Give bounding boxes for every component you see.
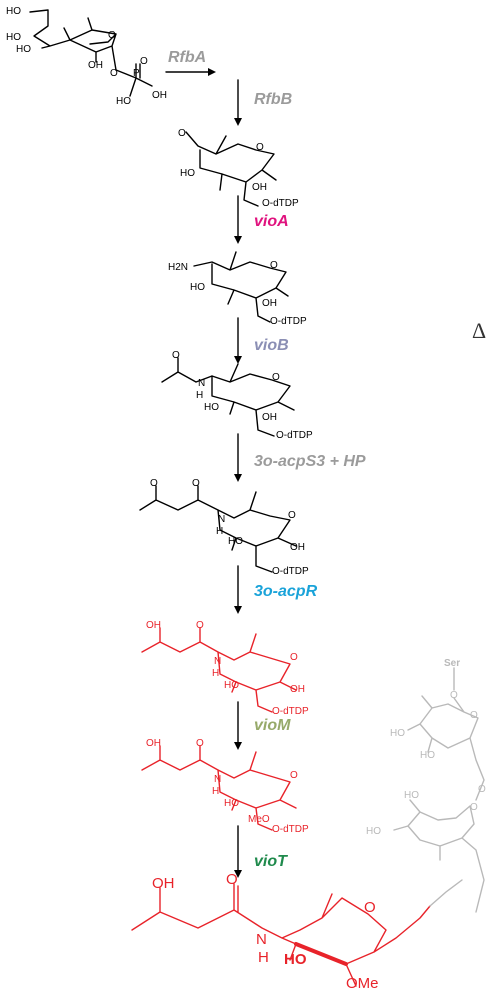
atom-label: OH xyxy=(146,738,161,749)
atom-label: OH xyxy=(290,684,305,695)
atom-label: O xyxy=(364,899,376,916)
enzyme-label-acps3: 3o-acpS3 + HP xyxy=(254,453,366,470)
atom-label: O xyxy=(140,56,148,67)
delta-symbol: Δ xyxy=(472,318,486,343)
atom-label: O xyxy=(270,260,278,271)
atom-label: O xyxy=(196,620,204,631)
enzyme-label-viob: vioB xyxy=(254,337,289,354)
atom-label: O xyxy=(178,128,186,139)
atom-label: N xyxy=(198,378,205,389)
enzyme-label-rfba: RfbA xyxy=(168,49,206,66)
atom-label: O-dTDP xyxy=(270,316,307,327)
atom-label: OH xyxy=(262,412,277,423)
atom-label: O xyxy=(172,350,180,361)
atom-label: OH xyxy=(152,90,167,101)
atom-label: OH xyxy=(88,60,103,71)
atom-label: N xyxy=(256,931,267,948)
atom-label: O xyxy=(290,652,298,663)
bold-ring-edge xyxy=(294,942,348,966)
atom-label: HO xyxy=(404,790,419,801)
atom-label: O xyxy=(110,68,118,79)
atom-label: P xyxy=(133,68,140,79)
atom-label: OH xyxy=(252,182,267,193)
atom-label: HO xyxy=(228,536,243,547)
atom-label: H xyxy=(216,526,223,537)
glucose-1-phosphate-structure: HO HO HO OH O O P O OH HO xyxy=(6,6,167,107)
atom-label: MeO xyxy=(248,814,270,825)
enzyme-label-vioa: vioA xyxy=(254,213,289,230)
atom-label: O xyxy=(470,802,478,813)
atom-label: HO xyxy=(190,282,205,293)
atom-label: O-dTDP xyxy=(276,430,313,441)
atom-label: O xyxy=(192,478,200,489)
atom-label: OH xyxy=(290,542,305,553)
atom-label: H2N xyxy=(168,262,188,273)
atom-label: N xyxy=(214,656,221,667)
atom-label: O xyxy=(196,738,204,749)
atom-label: OMe xyxy=(346,975,379,992)
final-glycosylated-product-structure: OH O N H O HO OMe xyxy=(131,871,463,992)
atom-label: HO xyxy=(420,750,435,761)
atom-label: N xyxy=(218,514,225,525)
atom-label: O xyxy=(150,478,158,489)
dtdp-4-keto-sugar-structure: O O HO OH O-dTDP xyxy=(178,128,299,209)
dtdp-2-o-methyl-sugar-structure: OH O N H O HO MeO O-dTDP xyxy=(141,738,309,835)
atom-label: O xyxy=(272,372,280,383)
atom-label: H xyxy=(258,949,269,966)
enzyme-label-viom: vioM xyxy=(254,717,291,734)
atom-label: HO xyxy=(224,680,239,691)
enzyme-label-viot: vioT xyxy=(254,853,288,870)
atom-label: Ser xyxy=(444,658,460,669)
atom-label: O xyxy=(450,690,458,701)
atom-label: H xyxy=(212,668,219,679)
atom-label: O xyxy=(256,142,264,153)
enzyme-label-rfbb: RfbB xyxy=(254,91,292,108)
atom-label: O-dTDP xyxy=(272,706,309,717)
atom-label: O-dTDP xyxy=(272,824,309,835)
atom-label: O xyxy=(470,710,478,721)
dtdp-4-amino-sugar-structure: H2N O HO OH O-dTDP xyxy=(168,251,307,327)
atom-label: H xyxy=(212,786,219,797)
atom-label: HO xyxy=(116,96,131,107)
grey-glycan-chain: Ser O O HO HO O O HO HO xyxy=(366,658,486,913)
atom-label: HO xyxy=(6,6,21,17)
dtdp-4-acetamido-sugar-structure: O N H O HO OH O-dTDP xyxy=(161,350,313,441)
atom-label: O-dTDP xyxy=(262,198,299,209)
atom-label: HO xyxy=(366,826,381,837)
atom-label: HO xyxy=(16,44,31,55)
atom-label: HO xyxy=(180,168,195,179)
atom-label: HO xyxy=(224,798,239,809)
atom-label: H xyxy=(196,390,203,401)
atom-label: O xyxy=(226,871,238,888)
atom-label: O xyxy=(108,30,116,41)
atom-label: O xyxy=(478,784,486,795)
atom-label: N xyxy=(214,774,221,785)
dtdp-3-hydroxybutyramido-sugar-structure: OH O N H O HO OH O-dTDP xyxy=(141,620,309,717)
enzyme-label-acpr: 3o-acpR xyxy=(254,583,318,600)
atom-label: OH xyxy=(152,875,175,892)
atom-label: O-dTDP xyxy=(272,566,309,577)
atom-label: HO xyxy=(284,951,307,968)
atom-label: HO xyxy=(204,402,219,413)
atom-label: HO xyxy=(390,728,405,739)
dtdp-3-oxobutyramido-sugar-structure: O O N H O HO OH O-dTDP xyxy=(139,478,309,577)
atom-label: OH xyxy=(146,620,161,631)
atom-label: O xyxy=(290,770,298,781)
atom-label: O xyxy=(288,510,296,521)
atom-label: OH xyxy=(262,298,277,309)
atom-label: HO xyxy=(6,32,21,43)
